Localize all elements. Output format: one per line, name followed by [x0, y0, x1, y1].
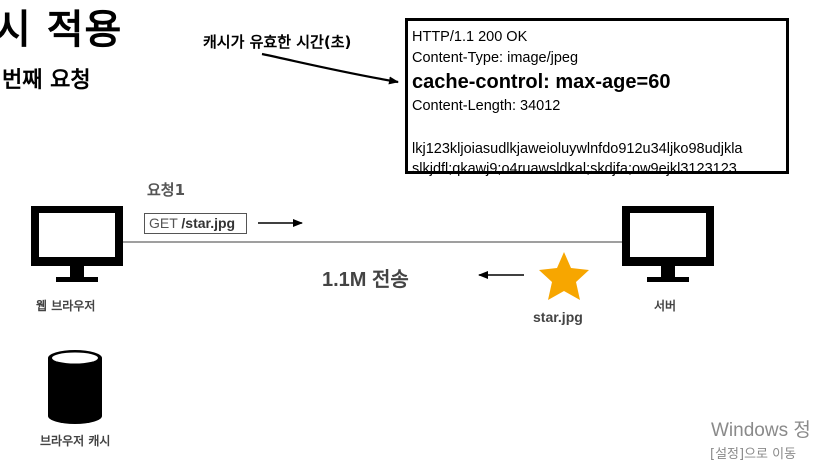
http-status-line: HTTP/1.1 200 OK — [412, 29, 528, 45]
page-subtitle: 번째 요청 — [2, 68, 91, 93]
http-cache-control: cache-control: max-age=60 — [412, 71, 671, 93]
browser-label: 웹 브라우저 — [36, 299, 96, 313]
cache-validity-note: 캐시가 유효한 시간(초) — [203, 33, 352, 51]
server-monitor-icon — [622, 206, 714, 282]
http-content-length: Content-Length: 34012 — [412, 98, 561, 114]
http-response-box: HTTP/1.1 200 OK Content-Type: image/jpeg… — [405, 18, 789, 177]
server-label: 서버 — [654, 299, 677, 313]
http-body-line-2: slkjdfl;qkawj9;o4ruawsldkal;skdjfa;ow9ej… — [412, 161, 737, 177]
request-method: GET — [149, 215, 178, 231]
star-label: star.jpg — [533, 309, 583, 325]
transfer-label: 1.1M 전송 — [322, 269, 409, 291]
request-label: 요청1 — [147, 181, 186, 199]
http-body-line-1: lkj123kljoiasudlkjaweioluywlnfdo912u34lj… — [412, 141, 743, 157]
page-title: 시 적용 — [0, 7, 123, 53]
browser-monitor-icon — [31, 206, 123, 282]
cache-cylinder-icon — [48, 350, 102, 424]
star-icon — [539, 252, 589, 300]
request-box: GET /star.jpg — [144, 213, 247, 234]
note-arrow — [261, 52, 399, 85]
cache-label: 브라우저 캐시 — [40, 434, 111, 448]
windows-watermark: Windows 정 — [711, 420, 811, 441]
windows-watermark-sub: [설정]으로 이동 — [710, 447, 797, 462]
http-content-type: Content-Type: image/jpeg — [412, 50, 579, 66]
request-path: /star.jpg — [181, 215, 236, 231]
